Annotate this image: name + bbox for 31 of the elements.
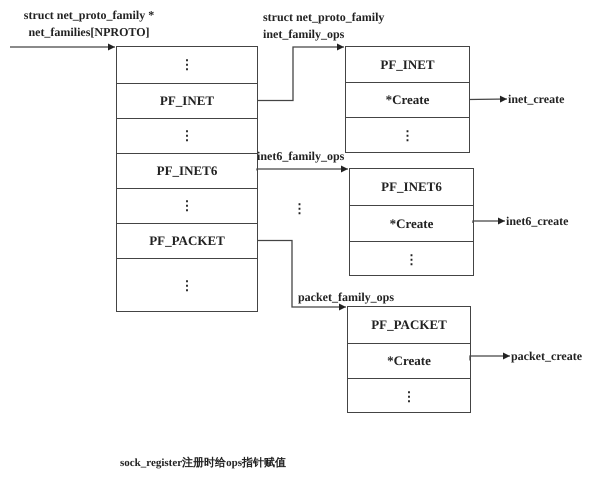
- arrow: [472, 218, 505, 224]
- field-cell: PF_PACKET: [117, 223, 257, 258]
- field-cell: *Create: [346, 82, 469, 117]
- function-name: packet_create: [511, 349, 582, 363]
- field-cell: ⋮: [117, 258, 257, 313]
- struct-heading: packet_family_ops: [298, 289, 395, 306]
- field-cell: PF_INET: [117, 83, 257, 118]
- function-name: inet_create: [508, 92, 564, 106]
- arrow: [469, 352, 510, 360]
- field-cell: PF_INET6: [117, 153, 257, 188]
- arrow: [10, 44, 115, 50]
- struct-heading: struct net_proto_family inet_family_ops: [263, 9, 386, 43]
- arrow: [469, 96, 507, 103]
- arrow: [256, 166, 348, 172]
- field-cell: *Create: [350, 205, 473, 241]
- ellipsis-mark: ⋮: [293, 202, 306, 216]
- caption: sock_register注册时给ops指针赋值: [120, 456, 286, 470]
- field-cell: ⋮: [117, 188, 257, 223]
- field-cell: ⋮: [117, 118, 257, 153]
- field-cell: ⋮: [350, 241, 473, 277]
- field-cell: PF_PACKET: [348, 307, 470, 343]
- field-cell: ⋮: [346, 117, 469, 154]
- field-cell: ⋮: [117, 47, 257, 83]
- arrow: [257, 44, 344, 102]
- function-name: inet6_create: [506, 214, 568, 228]
- field-cell: ⋮: [348, 378, 470, 414]
- field-cell: PF_INET: [346, 47, 469, 82]
- field-cell: PF_INET6: [350, 169, 473, 205]
- struct-heading: struct net_proto_family * net_families[NPROTO]: [22, 7, 156, 41]
- arrow: [257, 240, 346, 310]
- field-cell: *Create: [348, 343, 470, 378]
